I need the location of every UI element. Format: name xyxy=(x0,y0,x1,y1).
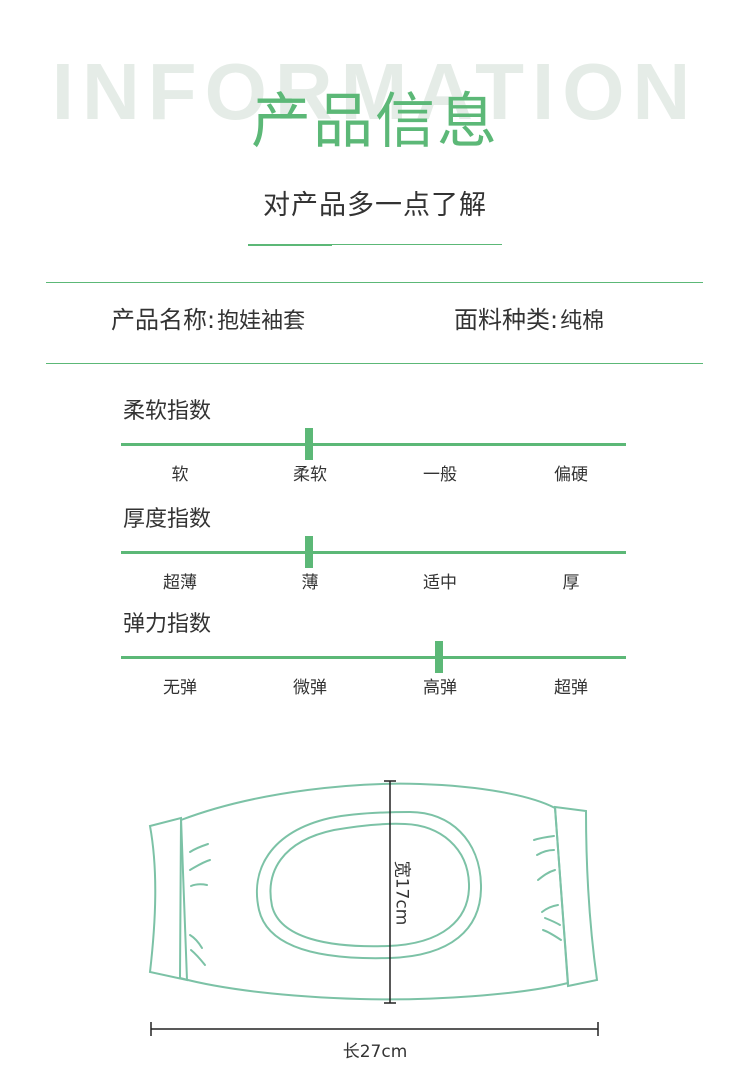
fabric-value: 纯棉 xyxy=(560,309,605,334)
background-watermark: INFORMATION xyxy=(51,47,699,136)
fabric-key: 面料种类: xyxy=(454,306,559,334)
page-title: 产品信息 xyxy=(251,87,499,157)
softness-index-title: 柔软指数 xyxy=(123,399,212,424)
length-dimension-label: 长27cm xyxy=(342,1042,408,1062)
divider-bottom xyxy=(46,363,703,364)
softness-track xyxy=(121,443,626,446)
thickness-track xyxy=(121,551,626,554)
softness-label: 偏硬 xyxy=(554,465,588,485)
thickness-label: 超薄 xyxy=(163,573,197,593)
subtitle-underline-right xyxy=(332,244,502,245)
elasticity-track xyxy=(121,656,626,659)
elasticity-marker xyxy=(435,641,443,673)
thickness-index-title: 厚度指数 xyxy=(123,507,212,532)
softness-label: 一般 xyxy=(423,465,457,485)
thickness-marker xyxy=(305,536,313,568)
page-subtitle: 对产品多一点了解 xyxy=(263,190,487,221)
product-name-row: 产品名称:抱娃袖套 xyxy=(111,308,305,333)
divider-top xyxy=(46,282,703,283)
thickness-label: 薄 xyxy=(301,573,319,593)
elasticity-index-title: 弹力指数 xyxy=(123,612,212,637)
softness-label: 软 xyxy=(171,465,189,485)
product-name-value: 抱娃袖套 xyxy=(217,309,306,334)
elasticity-label: 微弹 xyxy=(293,678,327,698)
elasticity-label: 超弹 xyxy=(554,678,588,698)
thickness-label: 适中 xyxy=(423,573,457,593)
elasticity-label: 无弹 xyxy=(163,678,197,698)
width-dimension-label: 宽17cm xyxy=(391,860,412,926)
subtitle-underline-left xyxy=(248,244,332,246)
thickness-label: 厚 xyxy=(562,573,580,593)
fabric-row: 面料种类:纯棉 xyxy=(454,308,604,333)
elasticity-label: 高弹 xyxy=(423,678,457,698)
softness-label: 柔软 xyxy=(293,465,327,485)
softness-marker xyxy=(305,428,313,460)
product-name-key: 产品名称: xyxy=(111,306,216,334)
